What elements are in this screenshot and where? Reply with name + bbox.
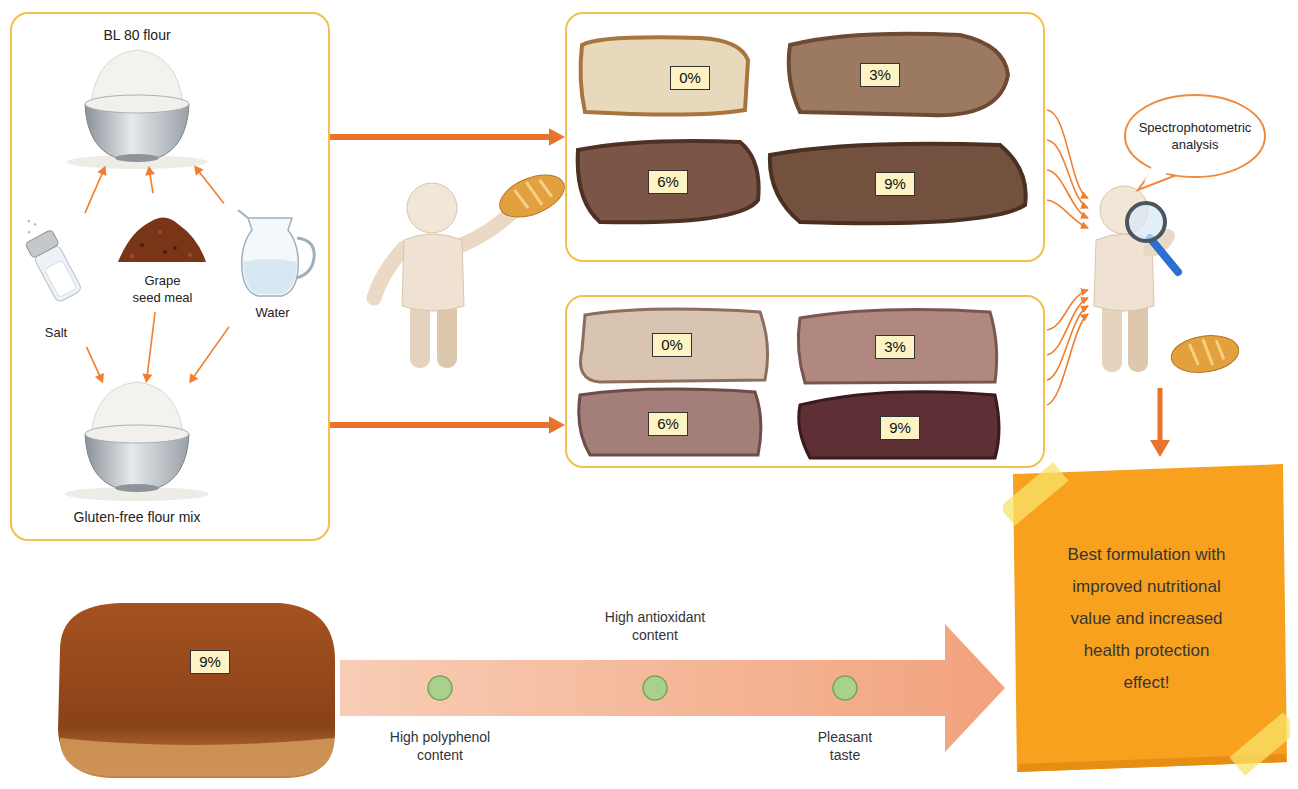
ingredient-label: Grape seed meal [131,272,195,306]
grape-seed-meal [118,217,206,262]
arrow-head [549,416,565,434]
percent-tag: 6% [648,170,688,194]
bread-slice [579,309,999,458]
arrow-line [85,173,102,213]
arrow-head [189,373,198,383]
benefit-label: High polyphenol content [378,728,503,764]
percent-tag: 9% [880,416,920,440]
bread-panel: 0% 3% 6% 9% [565,12,1045,262]
ingredient-item: Water [225,205,320,325]
flour-bowl [65,382,209,501]
ingredient-label: BL 80 flour [103,26,170,44]
percent-label: 6% [657,173,679,191]
percent-tag: 3% [875,335,915,359]
arrow-line [330,134,550,140]
ingredient-item: Gluten-free flour mix [57,385,217,530]
speech-bubble: Spectrophotometric analysis [1122,92,1268,192]
ingredient-item: Salt [20,215,92,345]
arrow-head [549,128,565,146]
arrow-head [95,373,104,383]
percent-tag: 6% [648,412,688,436]
flow-arrow [142,312,155,383]
percent-label: 3% [884,338,906,356]
arrow-line [194,327,229,377]
arrow-head [97,166,106,176]
benefit-label: High antioxidant content [590,608,720,644]
flow-arrow [189,327,229,384]
analyst-figure [1094,186,1241,377]
sticky-note: Best formulation with improved nutrition… [1003,460,1290,778]
percent-tag: 0% [670,66,710,90]
ingredient-label: Gluten-free flour mix [74,508,201,526]
bubble-text: Spectrophotometric analysis [1134,119,1256,153]
flow-arrow [194,166,224,204]
bread-loaf [58,603,335,778]
arrow-line [150,174,153,193]
arrow-line [199,172,224,204]
percent-label: 3% [869,66,891,84]
percent-tag: 9% [190,650,230,674]
percent-label: 9% [884,175,906,193]
arrow-line [330,422,550,428]
bread-panel: 0% 3% 6% 9% [565,295,1045,468]
percent-label: 9% [889,419,911,437]
analysis-arrows [1047,110,1088,405]
percent-tag: 9% [875,172,915,196]
note-text: Best formulation with improved nutrition… [1063,539,1231,699]
result-arrow [1150,388,1170,457]
bread-slice [578,34,1026,223]
flow-arrow [330,128,565,146]
ingredient-panel: BL 80 flourSalt Grape seed mealWaterGlute… [10,12,330,541]
percent-tag: 3% [860,63,900,87]
ingredient-item: BL 80 flour [72,22,202,164]
percent-label: 0% [661,336,683,354]
flour-bowl [67,50,207,169]
flow-arrow [85,166,106,213]
arrow-head [145,166,155,176]
flow-arrow [330,416,565,434]
flow-arrow [86,347,103,383]
ingredient-label: Water [255,304,289,321]
arrow-head [194,166,203,176]
water-jug [238,210,314,296]
percent-label: 0% [679,69,701,87]
arrow-line [147,312,155,375]
percent-tag: 0% [652,333,692,357]
ingredient-label: Salt [45,324,67,341]
percent-label: 9% [199,653,221,671]
arrow-head [142,373,152,383]
percent-label: 6% [657,415,679,433]
benefit-label: Pleasant taste [808,728,883,764]
arrow-line [86,347,99,376]
salt-shaker [16,212,83,303]
ingredient-item: Grape seed meal [115,195,210,310]
flow-arrow [145,166,155,193]
baker-figure [374,167,570,368]
